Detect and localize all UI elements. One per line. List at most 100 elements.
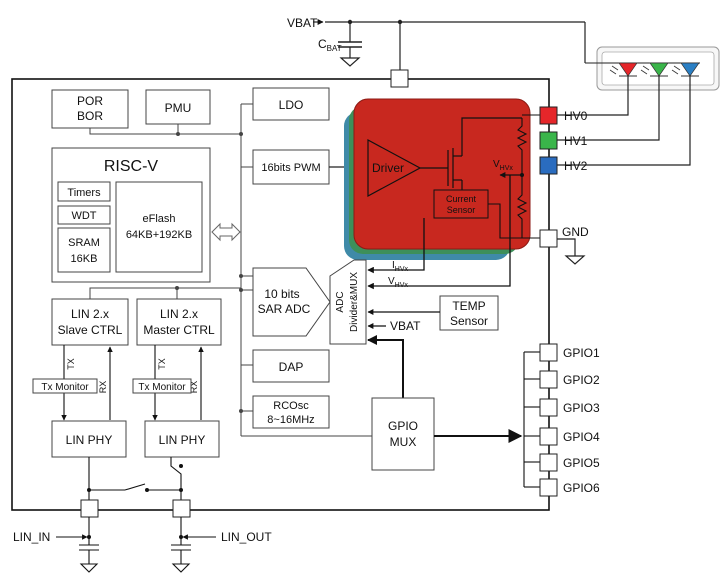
txmon2-label: Tx Monitor <box>138 382 186 393</box>
lin-in-label: LIN_IN <box>13 530 50 544</box>
timers-label: Timers <box>67 187 101 199</box>
pmu-label: PMU <box>165 101 192 115</box>
mux-label-1: ADC <box>335 291 346 312</box>
linphy2-label: LIN PHY <box>159 433 206 447</box>
vhvx-label: VHVx <box>493 159 513 172</box>
adc-label-2: SAR ADC <box>258 302 311 316</box>
gpio5-pin <box>539 453 558 472</box>
gpio2-pin <box>539 370 558 389</box>
lin-master-label-2: Master CTRL <box>143 323 215 337</box>
rcosc-label-2: 8~16MHz <box>267 414 314 426</box>
led-red-icon <box>618 62 638 77</box>
pwm-block <box>252 149 330 185</box>
led-blue-icon <box>680 62 700 77</box>
gpio6-label: GPIO6 <box>563 481 600 495</box>
lin-slave-ctrl-block <box>51 298 129 346</box>
gpiomux-label-2: MUX <box>390 435 417 449</box>
led-module <box>585 46 720 91</box>
ldo-label: LDO <box>279 98 304 112</box>
vbat-rail <box>325 19 586 70</box>
sram-size-label: 16KB <box>71 253 98 265</box>
temp-label-2: Sensor <box>450 314 488 328</box>
pwm-label: 16bits PWM <box>261 162 320 174</box>
mux-label-2: Divider&MUX <box>349 272 360 332</box>
led-green-icon <box>649 62 669 77</box>
eflash-block <box>115 181 203 273</box>
por-bor-block <box>51 89 129 129</box>
gpio1-label: GPIO1 <box>563 346 600 360</box>
gpio-bus <box>523 351 540 488</box>
temp-sensor-block <box>439 295 499 331</box>
lin-slave-label-1: LIN 2.x <box>71 307 109 321</box>
ground-icon <box>564 255 586 265</box>
pmu-block <box>145 89 211 125</box>
current-sensor-label-2: Sensor <box>447 205 476 215</box>
gpio1-pin <box>539 343 558 362</box>
gpio3-label: GPIO3 <box>563 401 600 415</box>
ihvx-label: IHVx <box>392 260 409 273</box>
sram-block <box>57 227 111 273</box>
lin-out-label: LIN_OUT <box>221 530 272 544</box>
gnd-pin <box>539 229 558 248</box>
gpio-mux-block <box>371 397 435 471</box>
cbat-label: CBAT <box>318 37 342 53</box>
rx1-label: RX <box>98 381 108 394</box>
lin-in-pin <box>80 499 99 518</box>
vbat-pin <box>390 69 409 88</box>
driver-label: Driver <box>372 161 404 175</box>
hv0-pin <box>539 106 558 125</box>
tx2-label: TX <box>157 358 167 370</box>
lin-out-pin <box>172 499 191 518</box>
rcosc-block <box>252 395 330 429</box>
por-label: POR <box>77 94 103 108</box>
lin-bus-switches <box>88 457 182 500</box>
gpio4-label: GPIO4 <box>563 430 600 444</box>
temp-label-1: TEMP <box>452 299 485 313</box>
current-sensor-label-1: Current <box>446 194 477 204</box>
driver-icon <box>367 138 422 198</box>
resistor-divider-icon <box>516 114 540 238</box>
vbat-mux-label: VBAT <box>390 319 421 333</box>
eflash-size-label: 64KB+192KB <box>126 229 192 241</box>
lin-master-label-1: LIN 2.x <box>160 307 198 321</box>
chip-outline <box>11 78 550 511</box>
sram-label: SRAM <box>68 237 100 249</box>
rx2-label: RX <box>189 381 199 394</box>
lin-master-ctrl-block <box>136 298 222 346</box>
hv2-pin <box>539 156 558 175</box>
dap-block <box>252 349 330 383</box>
hv1-label: HV1 <box>564 134 588 148</box>
gpio4-pin <box>539 427 558 446</box>
ldo-block <box>252 87 330 121</box>
linphy1-label: LIN PHY <box>66 433 113 447</box>
bus-arrow-icon <box>211 222 241 242</box>
gpio2-label: GPIO2 <box>563 373 600 387</box>
rcosc-label-1: RCOsc <box>273 400 309 412</box>
hv2-label: HV2 <box>564 159 588 173</box>
gpio6-pin <box>539 478 558 497</box>
mosfet-icon <box>420 117 522 190</box>
adc-label-1: 10 bits <box>264 287 299 301</box>
dap-label: DAP <box>279 360 304 374</box>
gnd-label: GND <box>562 225 589 239</box>
tx-monitor-2-block <box>132 378 192 394</box>
sar-adc-block <box>252 267 331 337</box>
gpio3-pin <box>539 398 558 417</box>
vbat-top-label: VBAT <box>287 16 318 30</box>
hv0-label: HV0 <box>564 109 588 123</box>
vhvx2-label: VHVx <box>388 276 408 289</box>
wdt-label: WDT <box>71 210 96 222</box>
tx-monitor-1-block <box>32 378 98 394</box>
gpio5-label: GPIO5 <box>563 456 600 470</box>
wdt-block <box>57 205 111 225</box>
tx1-label: TX <box>66 358 76 370</box>
lin-slave-label-2: Slave CTRL <box>58 323 123 337</box>
eflash-label: eFlash <box>142 213 175 225</box>
hv1-pin <box>539 131 558 150</box>
gpiomux-label-1: GPIO <box>388 419 418 433</box>
bor-label: BOR <box>77 109 103 123</box>
adc-mux-block <box>329 259 367 345</box>
txmon1-label: Tx Monitor <box>41 382 89 393</box>
lin-phy-2-block <box>144 420 220 458</box>
